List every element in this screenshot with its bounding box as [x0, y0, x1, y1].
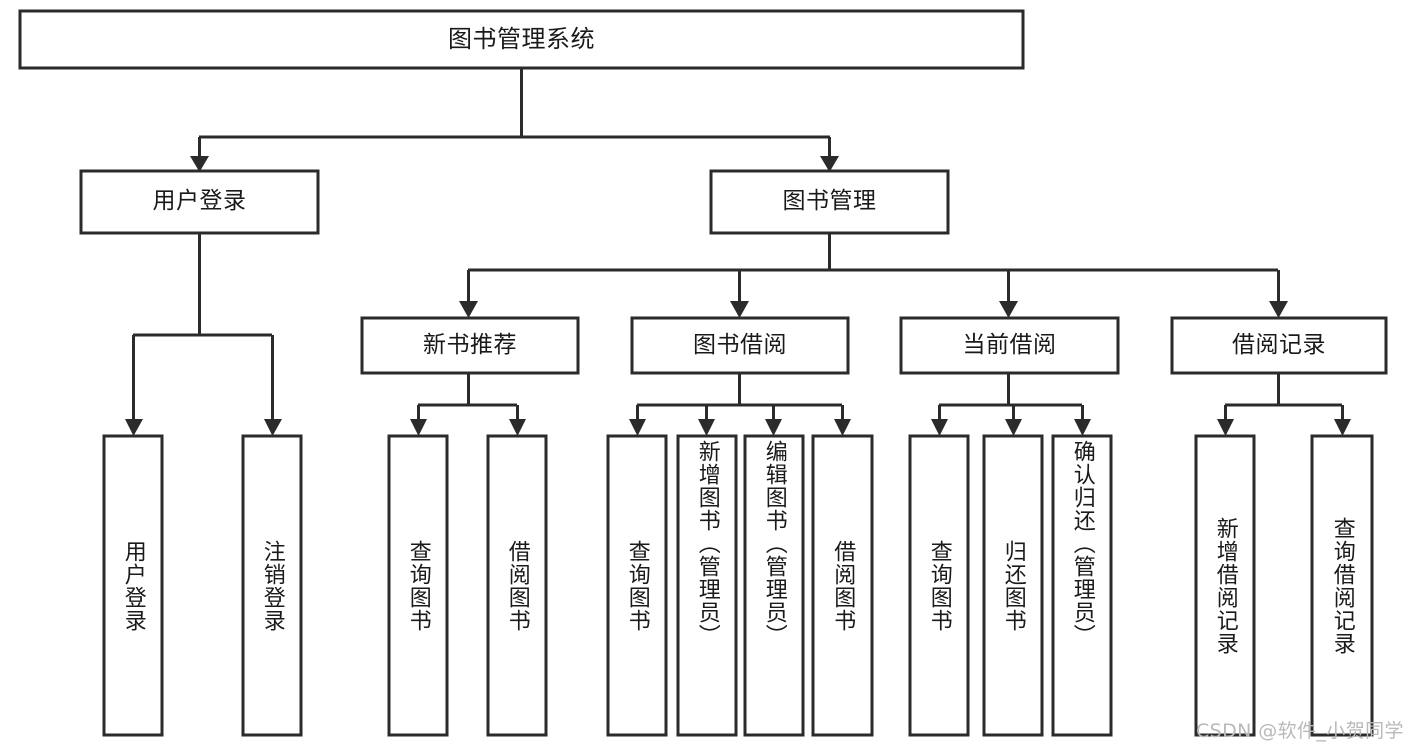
arrow-to-leaf-query-borrow-record [1334, 419, 1351, 436]
arrow-to-book-borrow [730, 301, 749, 318]
arrow-to-leaf-add-borrow-record [1217, 419, 1234, 436]
arrow-to-leaf-query-book-borrow [629, 419, 646, 436]
arrow-to-borrow-record [1269, 301, 1288, 318]
arrow-to-book-manage [820, 156, 839, 172]
node-box-leaf-add-book-admin [676, 434, 738, 737]
node-box-book-borrow [630, 316, 850, 375]
node-box-leaf-add-borrow-record [1194, 434, 1256, 737]
node-box-leaf-borrow-book-recommend [486, 434, 548, 737]
node-box-leaf-borrow-book [811, 434, 874, 737]
arrow-to-leaf-query-book-current [931, 419, 948, 436]
arrow-to-leaf-user-login [125, 419, 143, 436]
arrow-to-new-book-recommend [459, 301, 478, 318]
node-box-new-book-recommend [360, 316, 580, 375]
arrow-to-current-borrow [999, 301, 1018, 318]
arrow-to-leaf-add-book-admin [698, 419, 715, 436]
node-box-leaf-user-login [102, 434, 164, 737]
arrow-to-leaf-return-book [1005, 419, 1022, 436]
node-box-root [18, 9, 1025, 70]
arrow-to-leaf-query-book-recommend [410, 419, 427, 436]
node-box-leaf-edit-book-admin [743, 434, 805, 737]
arrow-to-leaf-borrow-book-recommend [509, 419, 526, 436]
node-box-current-borrow [899, 316, 1120, 375]
connector-layer [125, 68, 1351, 436]
node-box-leaf-logout [241, 434, 303, 737]
arrow-to-leaf-confirm-return-admin [1074, 419, 1091, 436]
arrow-to-leaf-logout [264, 419, 282, 436]
node-box-leaf-return-book [982, 434, 1044, 737]
arrow-to-leaf-borrow-book [834, 419, 851, 436]
node-box-leaf-query-book-borrow [606, 434, 668, 737]
node-box-leaf-query-borrow-record [1310, 434, 1374, 737]
arrow-to-user-login [190, 156, 209, 172]
node-box-leaf-query-book-recommend [387, 434, 449, 737]
node-box-borrow-record [1170, 316, 1388, 375]
node-box-user-login [79, 169, 320, 235]
arrow-to-leaf-edit-book-admin [765, 419, 782, 436]
node-box-layer [18, 9, 1388, 737]
node-box-book-manage [709, 169, 950, 235]
node-box-leaf-confirm-return-admin [1051, 434, 1113, 737]
node-box-leaf-query-book-current [908, 434, 970, 737]
